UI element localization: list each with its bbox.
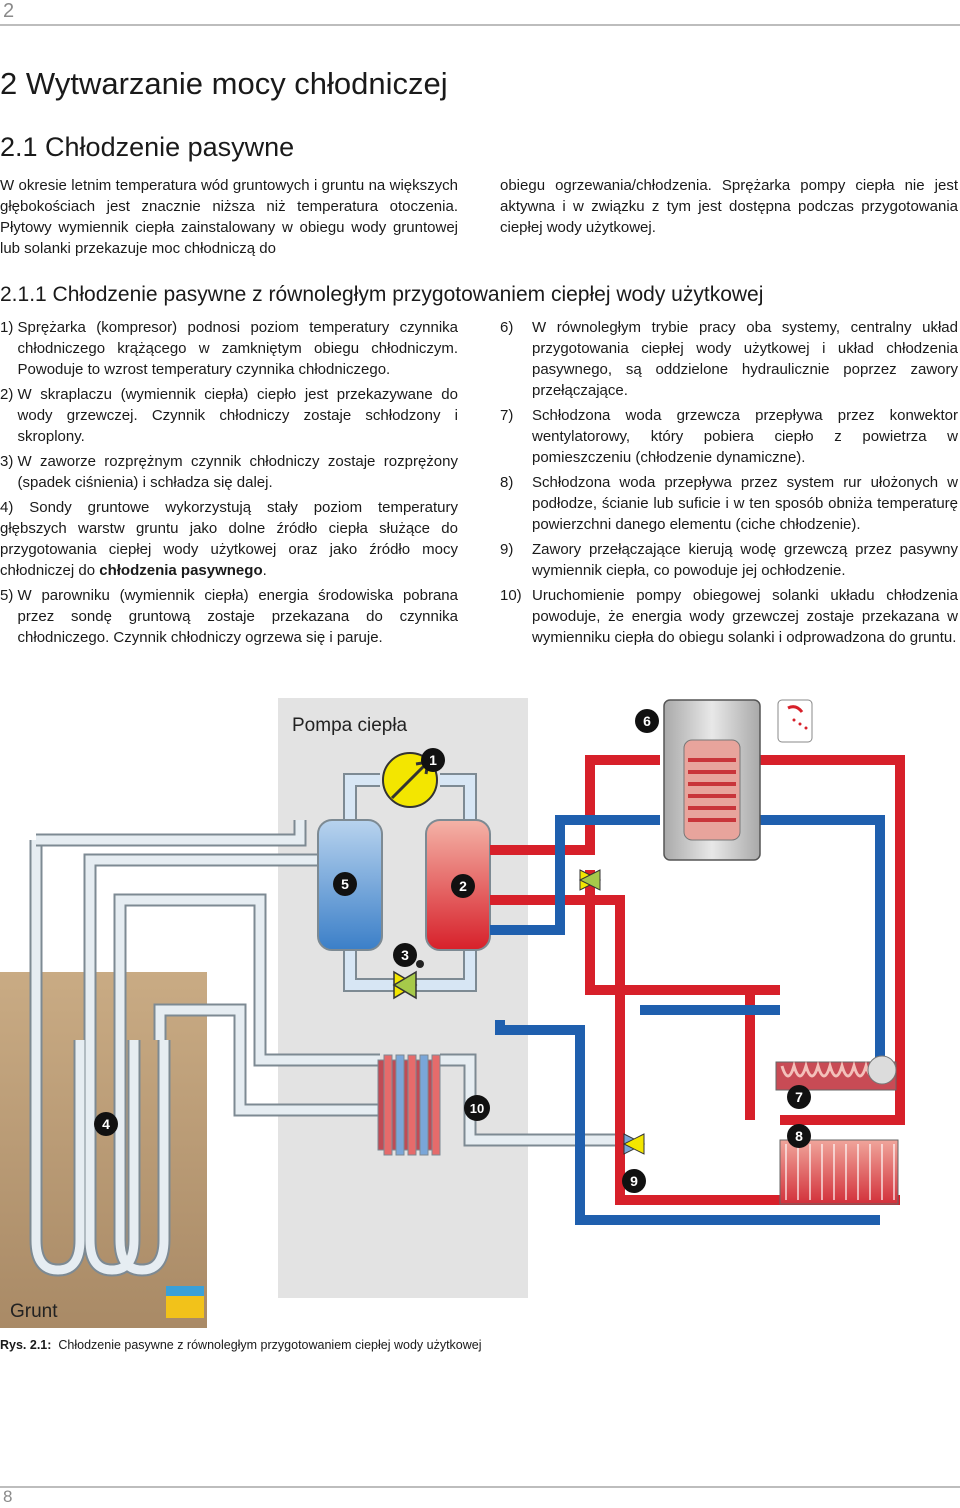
item-number: 7): [500, 407, 514, 424]
ground-label: Grunt: [10, 1301, 58, 1322]
page-number-top: 2: [3, 0, 15, 22]
section-title: 2.1 Chłodzenie pasywne: [0, 132, 295, 162]
item-text: W zaworze rozprężnym czynnik chłodniczy …: [17, 453, 458, 491]
svg-text:3: 3: [401, 947, 409, 963]
svg-text:1: 1: [429, 752, 437, 768]
marker-4: 4: [94, 1112, 118, 1136]
item-number: 10): [500, 587, 522, 604]
surface-cooling: [779, 1139, 899, 1205]
fan-coil: [775, 1055, 897, 1091]
marker-9: 9: [622, 1169, 646, 1193]
svg-text:10: 10: [470, 1101, 484, 1116]
item-number: 9): [500, 541, 514, 558]
top-divider: [0, 24, 960, 26]
list-item: 10) Uruchomienie pompy obiegowej solanki…: [500, 585, 958, 648]
marker-8: 8: [787, 1124, 811, 1148]
svg-text:5: 5: [341, 876, 349, 892]
list-item: 8) Schłodzona woda przepływa przez syste…: [500, 472, 958, 535]
item-number: 8): [500, 474, 514, 491]
list-item: 3) W zaworze rozprężnym czynnik chłodnic…: [0, 451, 458, 493]
item-number: 2): [0, 386, 14, 403]
system-diagram: Pompa ciepła Grunt: [0, 698, 905, 1328]
marker-2: 2: [451, 874, 475, 898]
item-number: 6): [500, 319, 514, 336]
switching-valve-dhw: [578, 869, 602, 891]
list-item: 9) Zawory przełączające kierują wodę grz…: [500, 539, 958, 581]
list-item: 6) W równoległym trybie pracy oba system…: [500, 317, 958, 401]
heat-pump-label: Pompa ciepła: [292, 715, 408, 736]
marker-3: 3: [393, 943, 417, 967]
item-text-end: .: [262, 562, 267, 579]
figure-caption: Rys. 2.1: Chłodzenie pasywne z równoległ…: [0, 1338, 482, 1352]
svg-text:9: 9: [630, 1173, 638, 1189]
list-item: 7) Schłodzona woda grzewcza przepływa pr…: [500, 405, 958, 468]
items-right-list: 6) W równoległym trybie pracy oba system…: [500, 317, 958, 652]
item-number: 5): [0, 587, 14, 604]
shower-icon: [777, 699, 813, 743]
svg-text:8: 8: [795, 1128, 803, 1144]
passive-heat-exchanger: [377, 1054, 441, 1156]
caption-text: Chłodzenie pasywne z równoległym przygot…: [58, 1338, 482, 1352]
item-text: Sondy gruntowe wykorzystują stały poziom…: [0, 499, 458, 579]
item-text-bold: chłodzenia pasywnego: [99, 562, 263, 579]
svg-text:2: 2: [459, 878, 467, 894]
marker-10: 10: [464, 1095, 490, 1121]
intro-left: W okresie letnim temperatura wód gruntow…: [0, 177, 458, 257]
list-item: 1) Sprężarka (kompresor) podnosi poziom …: [0, 317, 458, 380]
item-text: Schłodzona woda przepływa przez system r…: [532, 474, 958, 533]
svg-text:6: 6: [643, 713, 651, 729]
item-number: 3): [0, 453, 14, 470]
marker-1: 1: [421, 748, 445, 772]
item-text: W skraplaczu (wymiennik ciepła) ciepło j…: [17, 386, 458, 445]
marker-5: 5: [333, 872, 357, 896]
subsection-title: 2.1.1 Chłodzenie pasywne z równoległym p…: [0, 283, 764, 306]
list-item: 4) Sondy gruntowe wykorzystują stały poz…: [0, 497, 458, 581]
switching-valve-cooling: [622, 1133, 646, 1155]
item-number: 4): [0, 499, 14, 516]
bottom-divider: [0, 1486, 960, 1488]
items-left-list: 1) Sprężarka (kompresor) podnosi poziom …: [0, 317, 458, 652]
expansion-valve: [392, 960, 424, 1000]
intro-right: obiegu ogrzewania/chłodzenia. Sprężarka …: [500, 177, 958, 236]
item-text: W parowniku (wymiennik ciepła) energia ś…: [17, 587, 458, 646]
svg-text:4: 4: [102, 1116, 110, 1132]
chapter-title: 2 Wytwarzanie mocy chłodniczej: [0, 66, 448, 101]
item-number: 1): [0, 319, 14, 336]
page-number-bottom: 8: [3, 1487, 13, 1506]
svg-text:7: 7: [795, 1089, 803, 1105]
marker-6: 6: [635, 709, 659, 733]
item-text: Sprężarka (kompresor) podnosi poziom tem…: [17, 319, 458, 378]
marker-7: 7: [787, 1085, 811, 1109]
list-item: 2) W skraplaczu (wymiennik ciepła) ciepł…: [0, 384, 458, 447]
item-text: Uruchomienie pompy obiegowej solanki ukł…: [532, 587, 958, 646]
item-text: Schłodzona woda grzewcza przepływa przez…: [532, 407, 958, 466]
caption-label: Rys. 2.1:: [0, 1338, 52, 1352]
cold-water-pipes: [490, 815, 885, 1225]
list-item: 5) W parowniku (wymiennik ciepła) energi…: [0, 585, 458, 648]
item-text: W równoległym trybie pracy oba systemy, …: [532, 319, 958, 399]
item-text: Zawory przełączające kierują wodę grzewc…: [532, 541, 958, 579]
